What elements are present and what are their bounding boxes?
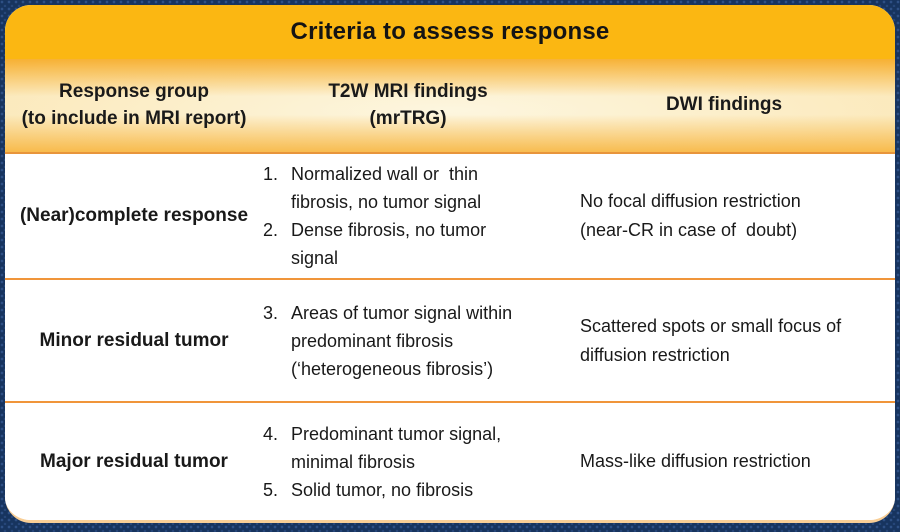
- response-group-cell: Minor residual tumor: [5, 280, 263, 401]
- list-item: 1. Normalized wall or thin fibrosis, no …: [263, 160, 553, 216]
- list-item-number: 2.: [263, 220, 279, 240]
- response-group-label: Minor residual tumor: [39, 329, 229, 351]
- table-body: (Near)complete response 1. Normalized wa…: [5, 154, 895, 520]
- dwi-findings-text: Scattered spots or small focus of diffus…: [580, 315, 842, 365]
- header-t2w-findings: T2W MRI findings (mrTRG): [328, 80, 488, 129]
- dwi-findings-cell: Scattered spots or small focus of diffus…: [553, 280, 895, 401]
- page-title: Criteria to assess response: [290, 18, 610, 45]
- table-row-near-complete-response: (Near)complete response 1. Normalized wa…: [5, 154, 895, 278]
- t2w-findings-cell: 3. Areas of tumor signal within predomin…: [263, 280, 553, 401]
- dwi-findings-text: Mass-like diffusion restriction: [580, 451, 811, 471]
- list-item: 4. Predominant tumor signal, minimal fib…: [263, 420, 553, 476]
- list-item-number: 4.: [263, 423, 279, 444]
- list-item-text: Predominant tumor signal, minimal fibros…: [291, 423, 502, 472]
- list-item-number: 1.: [263, 164, 279, 184]
- list-item-number: 5.: [263, 479, 279, 500]
- response-group-cell: (Near)complete response: [5, 154, 263, 278]
- list-item-number: 3.: [263, 302, 279, 323]
- dwi-findings-text: No focal diffusion restriction (near-CR …: [580, 191, 801, 240]
- t2w-findings-cell: 1. Normalized wall or thin fibrosis, no …: [263, 154, 553, 278]
- list-item-text: Areas of tumor signal within predominant…: [291, 302, 513, 379]
- list-item-text: Dense fibrosis, no tumor signal: [291, 220, 487, 268]
- table-row-minor-residual-tumor: Minor residual tumor 3. Areas of tumor s…: [5, 278, 895, 401]
- list-item-text: Normalized wall or thin fibrosis, no tum…: [291, 164, 482, 212]
- list-item-text: Solid tumor, no fibrosis: [291, 479, 474, 500]
- dwi-findings-cell: Mass-like diffusion restriction: [553, 403, 895, 520]
- header-dwi-findings: DWI findings: [665, 94, 783, 116]
- dwi-findings-cell: No focal diffusion restriction (near-CR …: [553, 154, 895, 278]
- header-response-group: Response group (to include in MRI report…: [21, 80, 247, 129]
- title-band: Criteria to assess response: [5, 5, 895, 59]
- response-group-label: Major residual tumor: [40, 450, 228, 472]
- list-item: 2. Dense fibrosis, no tumor signal: [263, 216, 553, 272]
- table-row-major-residual-tumor: Major residual tumor 4. Predominant tumo…: [5, 401, 895, 520]
- list-item: 5. Solid tumor, no fibrosis: [263, 476, 553, 504]
- list-item: 3. Areas of tumor signal within predomin…: [263, 299, 553, 383]
- table-header-row: Response group (to include in MRI report…: [5, 59, 895, 154]
- response-group-cell: Major residual tumor: [5, 403, 263, 520]
- t2w-findings-cell: 4. Predominant tumor signal, minimal fib…: [263, 403, 553, 520]
- response-group-label: (Near)complete response: [19, 205, 249, 226]
- criteria-card: Criteria to assess response Response gro…: [5, 5, 895, 523]
